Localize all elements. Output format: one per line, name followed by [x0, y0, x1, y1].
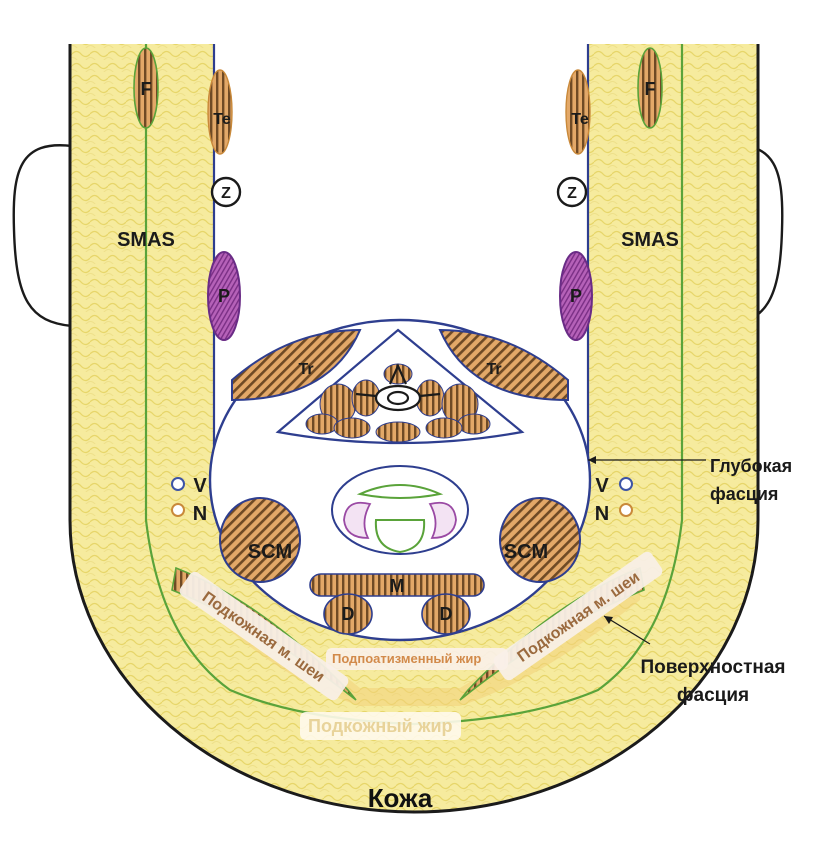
deep-neck-muscles: [305, 363, 491, 443]
subplatysmal-fat-label: Подпоатизменный жир: [326, 648, 508, 670]
label-scm-left: SCM: [248, 541, 292, 563]
digastric-left: [323, 593, 373, 635]
subcutaneous-fat-label: Подкожный жир: [300, 712, 461, 740]
frontalis-right: [637, 47, 663, 129]
vein-right-marker: [619, 477, 633, 491]
label-smas-left: SMAS: [117, 229, 175, 251]
temporalis-right: [565, 69, 591, 155]
trachea: [374, 519, 426, 554]
digastric-right: [421, 593, 471, 635]
frontalis-left: [133, 47, 159, 129]
thyroid-cartilage: [356, 484, 444, 499]
sternocleidomastoid-right: [499, 497, 581, 583]
label-tr-left: Tr: [298, 361, 313, 378]
trapezius-left: [231, 328, 362, 402]
left-ear: [12, 144, 74, 328]
zygomatic-left: [210, 176, 242, 208]
sternocleidomastoid-left: [219, 497, 301, 583]
skin-text: Кожа: [367, 783, 433, 813]
deep-fascia-label-line2: фасция: [710, 484, 779, 504]
label-p-left: P: [218, 286, 230, 306]
label-p-right: P: [570, 286, 582, 306]
strap-muscle: [309, 573, 485, 597]
label-smas-right: SMAS: [621, 229, 679, 251]
nerve-left-marker: [171, 503, 185, 517]
parotid-left: [207, 251, 241, 341]
vein-left-marker: [171, 477, 185, 491]
superficial-fascia-label-line1: Поверхностная: [640, 657, 786, 678]
deep-fascia-label-line1: Глубокая: [710, 456, 793, 476]
label-v-right: V: [595, 475, 609, 497]
parotid-right: [559, 251, 593, 341]
superficial-fascia-pointer: [603, 615, 651, 645]
nerve-right-marker: [619, 503, 633, 517]
subplatysmal-fat-text: Подпоатизменный жир: [332, 651, 482, 666]
trapezius-right: [438, 328, 569, 402]
deep-fascia-pointer-arrow: [588, 456, 596, 464]
skin-label: Кожа: [340, 780, 460, 816]
subcutaneous-fat-text: Подкожный жир: [308, 716, 453, 736]
cervical-vertebra: [355, 363, 441, 412]
label-z-left: Z: [221, 185, 231, 202]
superficial-fascia-pointer-arrow: [604, 616, 613, 624]
temporalis-left: [207, 69, 233, 155]
superficial-fascia-label: Поверхностная фасция: [612, 654, 814, 710]
label-z-right: Z: [567, 185, 577, 202]
superficial-fascia-label-line2: фасция: [676, 685, 750, 706]
skin-outline: [68, 44, 760, 814]
label-m: M: [390, 576, 405, 596]
label-d-right: D: [440, 604, 453, 624]
label-n-left: N: [193, 503, 207, 525]
deep-fascia-label: Глубокая фасция: [710, 452, 792, 508]
thyroid-right-lobe: [428, 501, 457, 539]
thyroid-left-lobe: [343, 501, 372, 539]
label-tr-right: Tr: [486, 361, 501, 378]
label-f-right: F: [645, 79, 656, 99]
label-te-right: Te: [571, 111, 589, 128]
label-scm-right: SCM: [504, 541, 548, 563]
label-v-left: V: [193, 475, 207, 497]
label-n-right: N: [595, 503, 609, 525]
zygomatic-right: [556, 176, 588, 208]
label-d-left: D: [342, 604, 355, 624]
label-f-left: F: [141, 79, 152, 99]
label-te-left: Te: [213, 111, 231, 128]
